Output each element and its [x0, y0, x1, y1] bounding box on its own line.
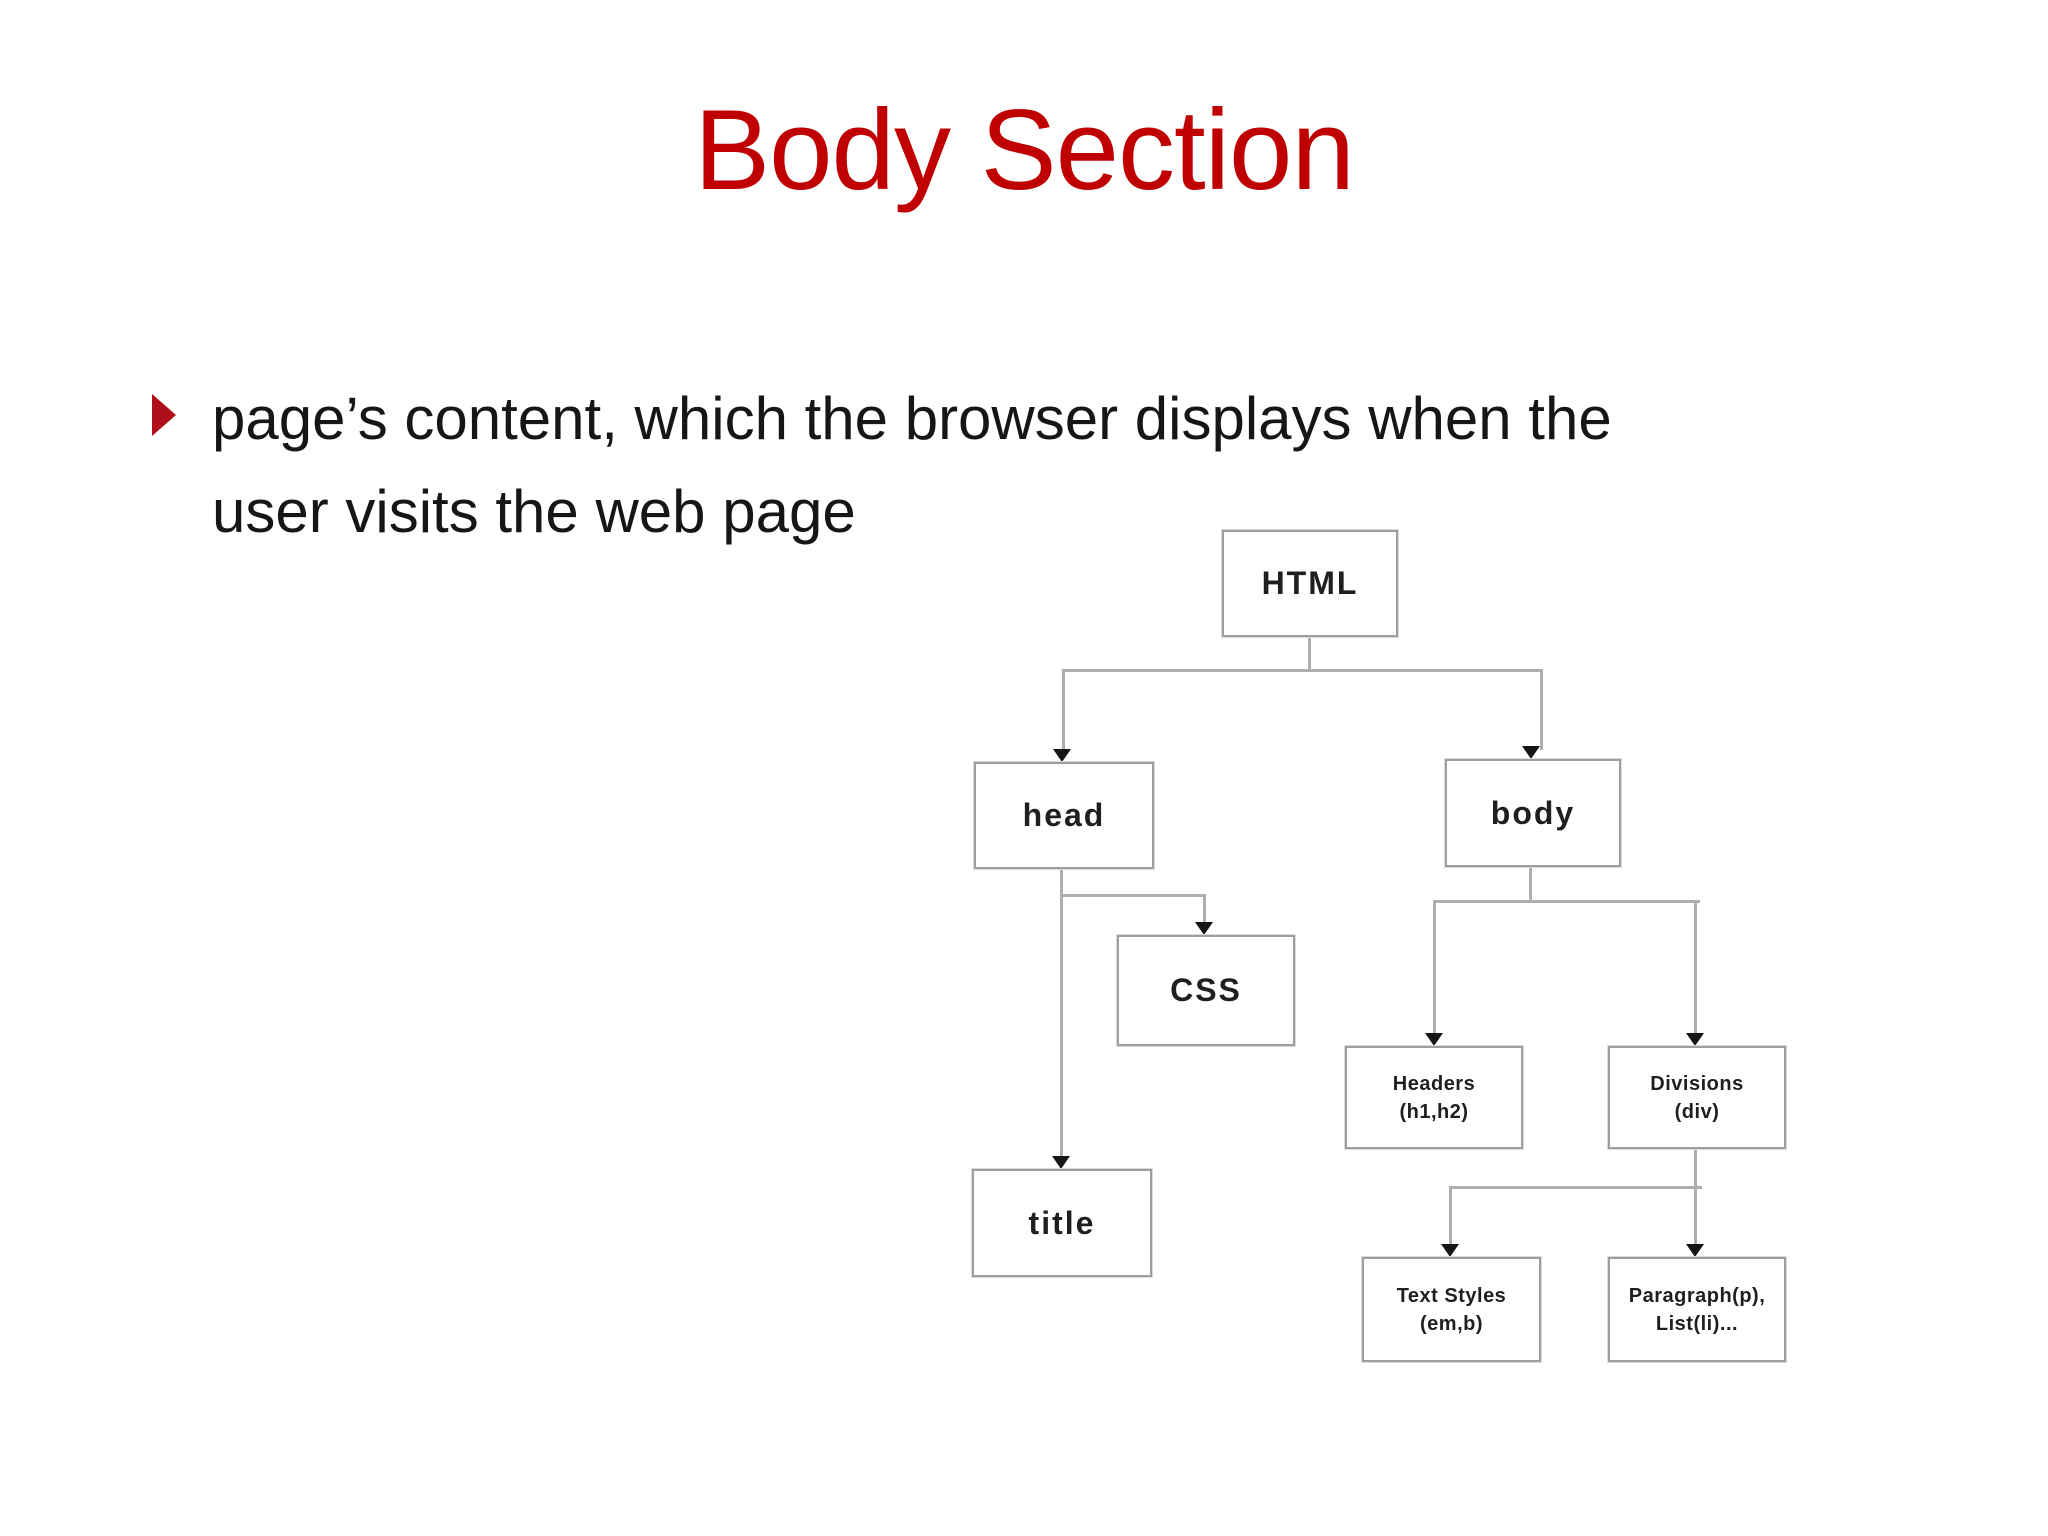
arrowhead-down-icon [1425, 1033, 1443, 1046]
connector-line [1694, 1145, 1697, 1245]
connector-line [1694, 900, 1697, 1034]
node-sublabel: (div) [1674, 1100, 1720, 1123]
arrowhead-down-icon [1686, 1033, 1704, 1046]
node-sublabel: (h1,h2) [1399, 1100, 1469, 1123]
node-label: Divisions [1650, 1072, 1744, 1095]
diagram-node-paragraph-list: Paragraph(p), List(li)... [1608, 1257, 1786, 1362]
node-sublabel: (em,b) [1420, 1312, 1483, 1335]
connector-line [1449, 1186, 1702, 1189]
node-label: head [1022, 797, 1106, 833]
node-label: body [1490, 794, 1576, 831]
connector-line [1433, 900, 1436, 1034]
connector-line [1433, 900, 1700, 903]
bullet-text-line: page’s content, which the browser displa… [212, 385, 1612, 452]
diagram-node-html: HTML [1222, 530, 1398, 637]
connector-line [1060, 865, 1063, 1157]
connector-line [1062, 669, 1543, 672]
node-label: HTML [1261, 565, 1359, 601]
connector-line [1062, 669, 1065, 750]
diagram-node-headers: Headers (h1,h2) [1345, 1046, 1523, 1149]
node-label: CSS [1170, 972, 1242, 1008]
node-label: title [1028, 1204, 1096, 1241]
bullet-text: page’s content, which the browser displa… [212, 372, 1612, 558]
arrowhead-down-icon [1195, 922, 1213, 935]
connector-line [1203, 894, 1206, 923]
arrowhead-down-icon [1522, 746, 1540, 759]
triangle-right-bullet-icon [152, 394, 176, 436]
bullet-text-line: user visits the web page [212, 478, 856, 545]
connector-line [1308, 633, 1311, 671]
node-label: Headers [1392, 1072, 1476, 1095]
arrowhead-down-icon [1686, 1244, 1704, 1257]
diagram-node-body: body [1445, 759, 1621, 867]
arrowhead-down-icon [1052, 1156, 1070, 1169]
diagram-node-text-styles: Text Styles (em,b) [1362, 1257, 1541, 1362]
arrowhead-down-icon [1053, 749, 1071, 762]
node-sublabel: List(li)... [1655, 1312, 1739, 1335]
arrowhead-down-icon [1441, 1244, 1459, 1257]
diagram-node-css: CSS [1117, 935, 1295, 1046]
connector-line [1540, 669, 1543, 750]
connector-line [1060, 894, 1206, 897]
connector-line [1529, 863, 1532, 903]
diagram-node-divisions: Divisions (div) [1608, 1046, 1786, 1149]
node-label: Paragraph(p), [1628, 1284, 1766, 1307]
page-title: Body Section [694, 87, 1355, 214]
connector-line [1449, 1186, 1452, 1245]
bullet-item: page’s content, which the browser displa… [152, 372, 1612, 558]
diagram-node-head: head [974, 762, 1154, 869]
node-label: Text Styles [1396, 1284, 1507, 1307]
diagram-node-title: title [972, 1169, 1152, 1277]
